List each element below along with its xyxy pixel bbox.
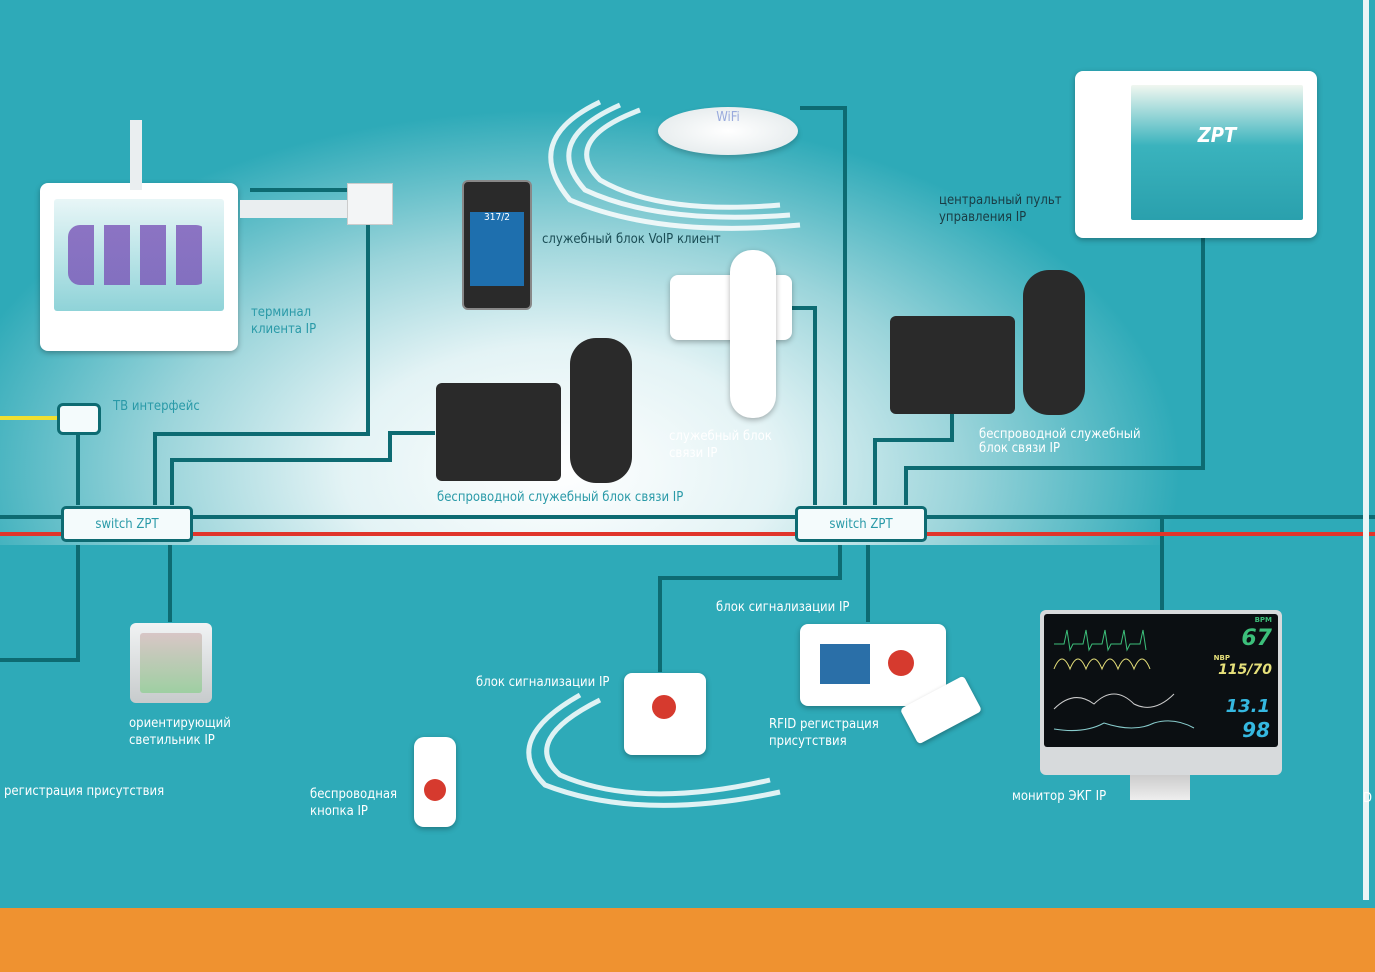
link-signal-2 [658, 545, 842, 672]
signal-2-label: блок сигнализации IP [476, 675, 610, 690]
wifi-label: WiFi [716, 110, 740, 125]
link-wireless-right [873, 400, 954, 505]
phone-room: 317/2 [470, 212, 524, 286]
link-ecg [928, 515, 1164, 610]
service-unit-handset [730, 250, 776, 418]
link-central [904, 238, 1205, 505]
central-console[interactable]: ZPT [1075, 71, 1317, 238]
ecg-waves [1053, 629, 1195, 731]
wireless-left-label: беспроводной служебный блок связи IP [437, 490, 684, 505]
presence-label: регистрация присутствия [4, 784, 165, 799]
link-wireless-left [170, 431, 435, 505]
light-label: ориентирующий светильник IP [129, 716, 231, 748]
terminal-label: терминал клиента IP [251, 305, 317, 337]
terminal-arm [130, 120, 142, 190]
client-terminal-device[interactable] [40, 183, 238, 351]
link-service [790, 306, 817, 505]
edge-label: D [1363, 791, 1373, 806]
terminal-arm [240, 200, 350, 218]
link-wifi [800, 106, 847, 505]
wireless-button-device[interactable] [414, 737, 456, 827]
nbp-value: 115/70 [1218, 662, 1272, 678]
bpm-value: 67 [1241, 626, 1272, 651]
sv-value: 13.1 [1225, 696, 1270, 717]
signal-1-label: блок сигнализации IP [716, 600, 850, 615]
wireless-base-left[interactable] [436, 383, 561, 481]
central-logo: ZPT [1131, 85, 1303, 220]
tv-label: ТВ интерфейс [113, 399, 200, 414]
wireless-base-right[interactable] [890, 316, 1015, 414]
link-left [0, 545, 80, 662]
switch-left[interactable]: switch ZPT [61, 506, 193, 542]
switch-right[interactable]: switch ZPT [795, 506, 927, 542]
signal-unit-1[interactable] [800, 624, 946, 706]
wifi-access-point[interactable]: WiFi [658, 107, 798, 155]
monitor-stand [1130, 775, 1190, 800]
ecg-monitor[interactable]: BPM 67 NBP 115/70 13.1 98 [1040, 610, 1282, 775]
link-terminal [153, 188, 370, 505]
spo2-value: 98 [1242, 718, 1270, 742]
rfid-label: RFID регистрация присутствия [769, 717, 879, 749]
wireless-button-label: беспроводная кнопка IP [310, 787, 398, 819]
wall-mount [347, 183, 393, 225]
signal-unit-2[interactable] [624, 673, 706, 755]
bpm-label: BPM [1254, 616, 1272, 624]
nbp-label: NBP [1213, 654, 1230, 662]
voip-label: служебный блок VoIP клиент [542, 232, 721, 247]
service-unit-label: служебный блок связи IP [669, 429, 772, 461]
wireless-handset-left[interactable] [570, 338, 632, 483]
central-label: центральный пульт управления IP [939, 193, 1062, 225]
footer-band [0, 908, 1375, 972]
tv-interface-box[interactable] [57, 403, 101, 435]
voip-phone[interactable]: 317/2 [462, 180, 532, 310]
wireless-right-label: беспроводной служебный блок связи IP [979, 427, 1141, 456]
wifi-waves [526, 99, 801, 808]
orientation-light[interactable] [130, 623, 212, 703]
wireless-handset-right[interactable] [1023, 270, 1085, 415]
ecg-label: монитор ЭКГ IP [1012, 789, 1107, 804]
